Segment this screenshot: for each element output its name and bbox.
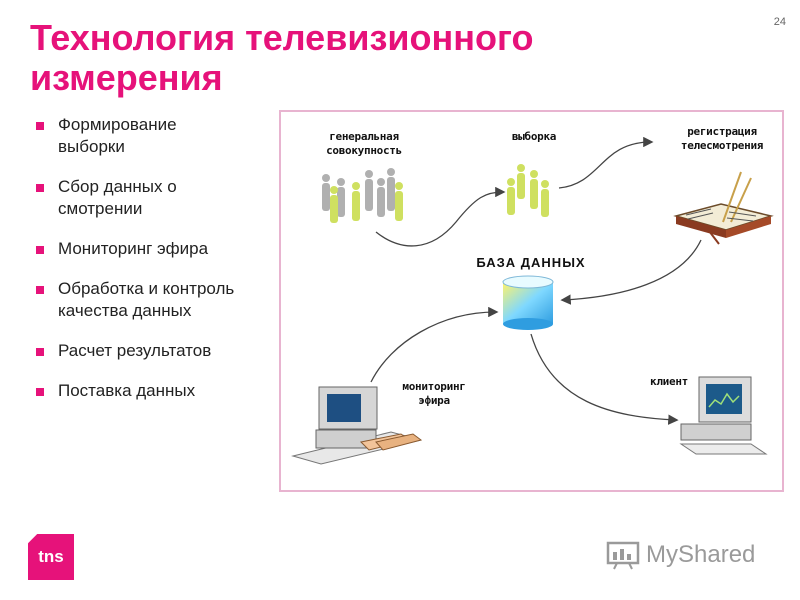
bullet-item: Обработка и контроль качества данных (32, 278, 268, 322)
bullet-item: Мониторинг эфира (32, 238, 272, 260)
bullet-marker (36, 388, 44, 396)
bullet-marker (36, 122, 44, 130)
label-database: БАЗА ДАННЫХ (476, 255, 586, 270)
arrow-database-to-client (530, 333, 679, 425)
bullet-marker (36, 286, 44, 294)
bullet-text: Расчет результатов (58, 341, 212, 360)
label-registration: регистрация телесмотрения (680, 125, 764, 152)
arrow-sample-to-registration (558, 136, 654, 189)
client-computer-icon (679, 376, 768, 455)
title-line-2: измерения (30, 57, 223, 98)
sample-people-icon (507, 164, 549, 217)
diagram-canvas (291, 136, 774, 465)
bullet-text: Формирование выборки (58, 115, 177, 156)
arrow-registration-to-database (560, 239, 702, 305)
page-title: Технология телевизионного измерения (30, 18, 750, 98)
bullet-item: Расчет результатов (32, 340, 272, 362)
bullet-marker (36, 348, 44, 356)
arrow-monitoring-to-database (370, 306, 499, 383)
database-icon (502, 275, 554, 330)
label-client: клиент (650, 375, 688, 388)
bullet-text: Обработка и контроль качества данных (58, 279, 235, 320)
bullet-item: Формирование выборки (32, 114, 208, 158)
bullet-marker (36, 184, 44, 192)
slide-number: 24 (773, 16, 786, 28)
monitoring-computer-icon (291, 386, 423, 465)
population-people-icon (322, 168, 403, 223)
book-icon (673, 171, 774, 245)
label-general-population: генеральная совокупность (326, 130, 402, 157)
tns-logo: tns (28, 534, 74, 580)
diagram-frame: генеральная совокупность выборка регистр… (279, 110, 784, 492)
bullet-text: Мониторинг эфира (58, 239, 209, 258)
bullet-item: Поставка данных (32, 380, 272, 402)
bullet-marker (36, 246, 44, 254)
presentation-board-icon (606, 541, 640, 570)
arrow-population-to-sample (375, 186, 506, 247)
label-monitoring: мониторинг эфира (402, 380, 466, 407)
title-line-1: Технология телевизионного (30, 17, 534, 58)
bullet-list: Формирование выборки Сбор данных о смотр… (32, 114, 272, 420)
bullet-item: Сбор данных о смотрении (32, 176, 218, 220)
bullet-text: Сбор данных о смотрении (58, 177, 177, 218)
label-sample: выборка (511, 130, 557, 143)
bullet-text: Поставка данных (58, 381, 196, 400)
myshared-watermark: MyShared (606, 538, 755, 572)
watermark-text: MyShared (646, 541, 756, 568)
